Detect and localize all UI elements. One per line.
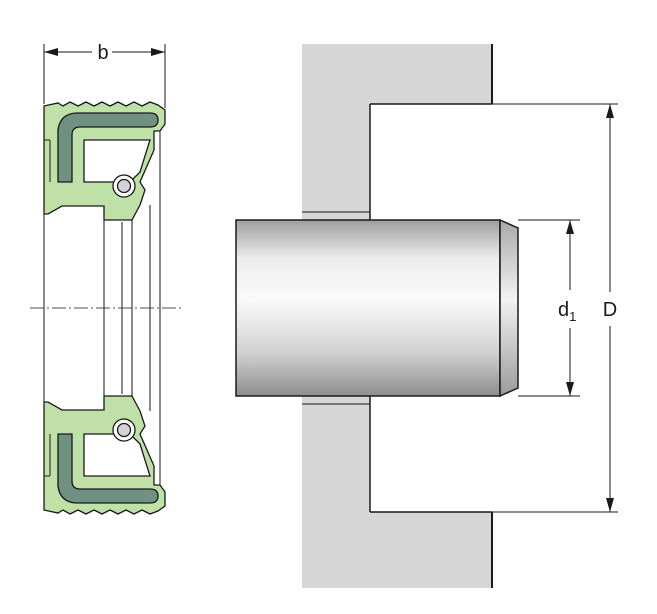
dimension-d1: d1 bbox=[518, 219, 580, 397]
dimension-D: D bbox=[492, 103, 618, 513]
shaft-chamfer bbox=[499, 218, 519, 398]
arrow-icon bbox=[606, 498, 614, 512]
shaft bbox=[235, 219, 501, 397]
arrow-icon bbox=[566, 220, 574, 234]
arrow-icon bbox=[566, 382, 574, 396]
shaft-diameter-subscript: 1 bbox=[569, 309, 576, 324]
seal-cross-section bbox=[30, 101, 182, 515]
housing bbox=[302, 44, 492, 588]
garter-spring-upper-core bbox=[116, 178, 132, 194]
housing-assembly bbox=[235, 44, 519, 588]
bore-diameter-label: D bbox=[603, 299, 617, 321]
arrow-icon bbox=[151, 48, 165, 56]
dimension-b: b bbox=[43, 42, 166, 108]
shaft-diameter-label: d1 bbox=[558, 299, 576, 324]
garter-spring-lower-core bbox=[116, 422, 132, 438]
arrow-icon bbox=[606, 104, 614, 118]
seal-metal-case-upper bbox=[57, 112, 159, 183]
width-label: b bbox=[97, 42, 108, 64]
seal-metal-case-lower bbox=[57, 433, 159, 504]
arrow-icon bbox=[44, 48, 58, 56]
shaft-diameter-symbol: d bbox=[558, 299, 569, 321]
